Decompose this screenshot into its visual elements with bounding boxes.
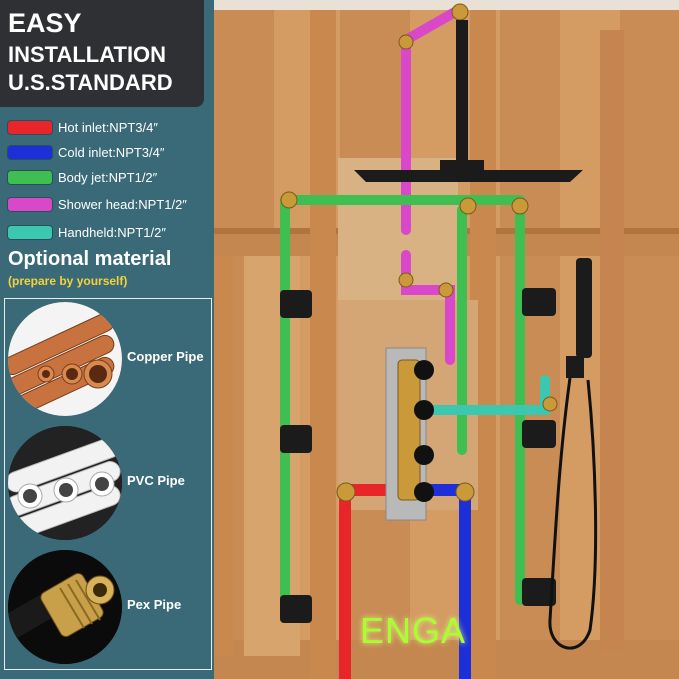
hot-inlet-swatch <box>8 121 52 134</box>
legend-hot-inlet: Hot inlet:NPT3/4″ <box>8 120 158 135</box>
legend-body-jet: Body jet:NPT1/2″ <box>8 170 157 185</box>
plumbing-illustration <box>214 0 679 679</box>
title-line-2: INSTALLATION <box>8 42 167 67</box>
optional-material-title: Optional material <box>8 248 172 270</box>
title-line-1: EASY <box>8 8 82 38</box>
material-label: Copper Pipe <box>127 349 204 364</box>
material-label: PVC Pipe <box>127 473 185 488</box>
optional-material-subtitle: (prepare by yourself) <box>8 274 128 288</box>
legend-label: Body jet:NPT1/2″ <box>58 170 158 185</box>
materials-panel: Copper Pipe PV <box>4 298 212 670</box>
legend-handheld: Handheld:NPT1/2″ <box>8 225 166 240</box>
copper-pipe-image <box>8 302 122 416</box>
pvc-pipe-image <box>8 426 122 540</box>
shower-head-swatch <box>8 198 52 211</box>
legend-label: Handheld:NPT1/2″ <box>58 225 166 240</box>
cold-inlet-swatch <box>8 146 52 159</box>
material-copper: Copper Pipe <box>5 299 211 419</box>
installation-scene <box>214 0 679 679</box>
pex-pipe-image <box>8 550 122 664</box>
material-label: Pex Pipe <box>127 597 182 612</box>
body-jet-swatch <box>8 171 52 184</box>
title-box: EASY INSTALLATION U.S.STANDARD <box>0 0 204 107</box>
legend-cold-inlet: Cold inlet:NPT3/4″ <box>8 145 164 160</box>
handheld-swatch <box>8 226 52 239</box>
material-pex: Pex Pipe <box>5 547 211 667</box>
legend-label: Cold inlet:NPT3/4″ <box>58 145 165 160</box>
title-line-3: U.S.STANDARD <box>8 70 173 95</box>
legend-label: Hot inlet:NPT3/4″ <box>58 120 158 135</box>
info-panel: EASY INSTALLATION U.S.STANDARD Hot inlet… <box>0 0 214 679</box>
material-pvc: PVC Pipe <box>5 423 211 543</box>
legend-shower-head: Shower head:NPT1/2″ <box>8 197 187 212</box>
brand-logo: ENGA <box>360 610 467 651</box>
legend-label: Shower head:NPT1/2″ <box>58 197 187 212</box>
